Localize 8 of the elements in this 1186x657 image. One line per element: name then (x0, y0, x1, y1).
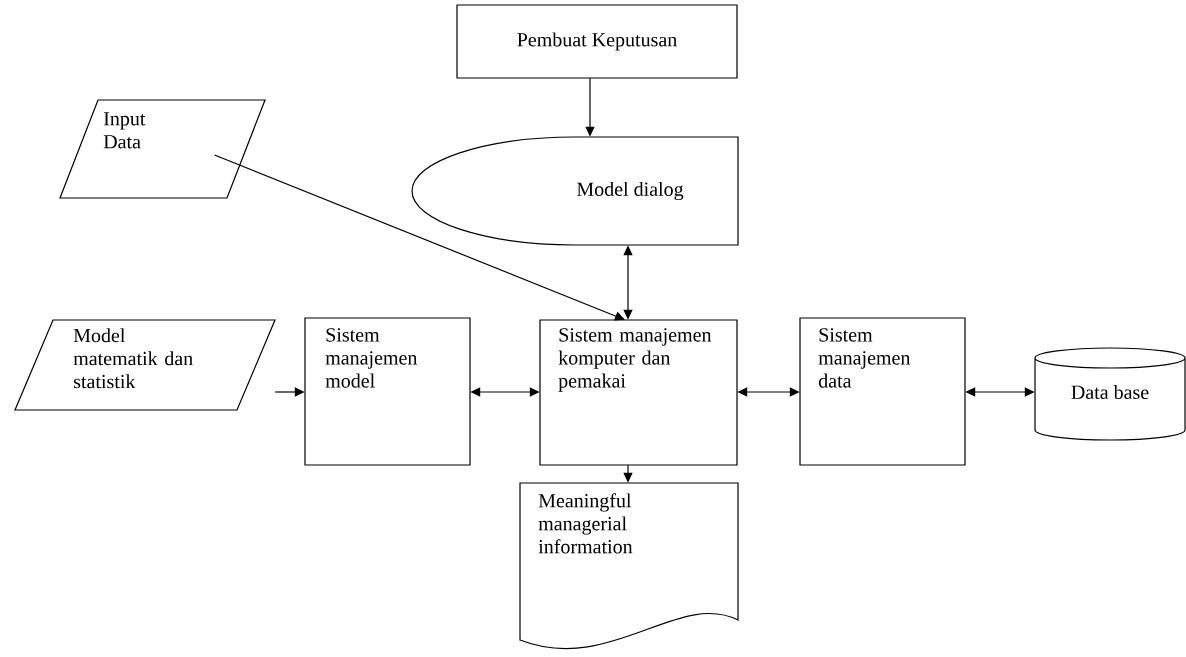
process-box: Sistem manajemen model (304, 317, 471, 466)
process-box: Pembuat Keputusan (456, 4, 738, 79)
input-parallelogram: Input Data (59, 99, 266, 199)
database-cylinder: Data base (1034, 347, 1186, 441)
process-box: Sistem manajemen komputer dan pemakai (539, 319, 738, 466)
process-box: Sistem manajemen data (799, 317, 966, 466)
input-parallelogram: Model matematik dan statistik (14, 319, 276, 411)
arrow (213, 154, 625, 321)
